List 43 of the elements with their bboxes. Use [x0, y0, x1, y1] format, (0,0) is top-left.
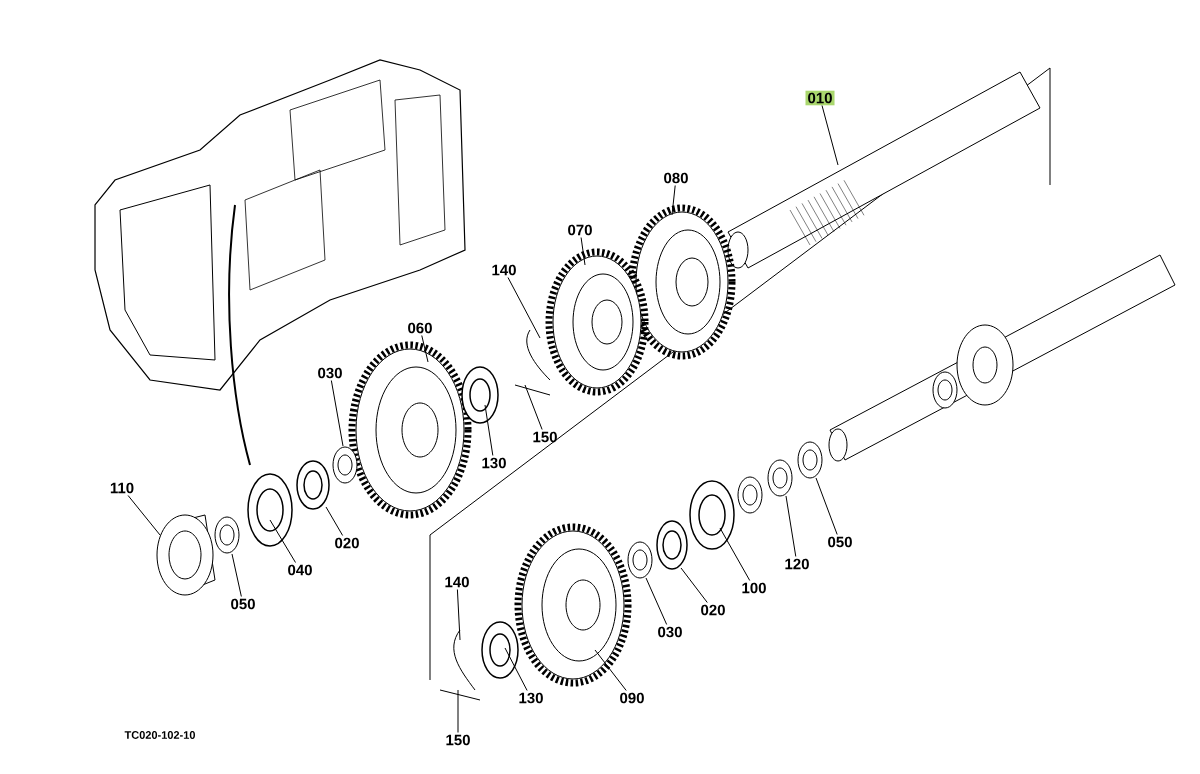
- leader-line: [330, 380, 344, 447]
- leader-line: [785, 495, 797, 557]
- callout-number: 050: [828, 536, 852, 548]
- callout-number: 050: [231, 598, 255, 610]
- callout-number: 140: [492, 264, 516, 276]
- leader-line: [680, 567, 708, 603]
- callout-number: 100: [742, 582, 766, 594]
- leader-line: [524, 384, 543, 430]
- leader-line: [580, 237, 586, 266]
- callout-number: 150: [533, 431, 557, 443]
- leader-line: [504, 647, 528, 691]
- drawing-number: TC020-102-10: [124, 731, 195, 739]
- callout-number: 030: [318, 367, 342, 379]
- leader-line: [671, 185, 676, 216]
- leader-line: [594, 649, 627, 691]
- leader-line: [645, 577, 668, 625]
- callout-number: 090: [620, 692, 644, 704]
- leader-line: [325, 506, 344, 536]
- leader-line: [719, 527, 751, 581]
- leader-line: [269, 519, 296, 563]
- leader-line: [231, 553, 242, 597]
- leader-line: [421, 335, 429, 363]
- leader-line: [484, 404, 494, 456]
- callout-number: 130: [519, 692, 543, 704]
- callout-number: 150: [446, 734, 470, 746]
- callout-number: 020: [701, 604, 725, 616]
- leader-line: [457, 689, 459, 733]
- callout-number: 040: [288, 564, 312, 576]
- callout-number: 130: [482, 457, 506, 469]
- callout-number: 030: [658, 626, 682, 638]
- highlighted-callout-number: 010: [805, 90, 835, 106]
- callout-number: 120: [785, 558, 809, 570]
- leader-line: [456, 589, 461, 641]
- leader-line: [127, 495, 161, 536]
- leader-line: [821, 105, 839, 166]
- leader-line: [507, 277, 541, 339]
- callout-number: 020: [335, 537, 359, 549]
- callout-number: 110: [110, 482, 134, 494]
- callout-number: 060: [408, 322, 432, 334]
- leader-line: [815, 477, 838, 535]
- callout-number: 140: [445, 576, 469, 588]
- callout-number: 070: [568, 224, 592, 236]
- callout-number: 080: [664, 172, 688, 184]
